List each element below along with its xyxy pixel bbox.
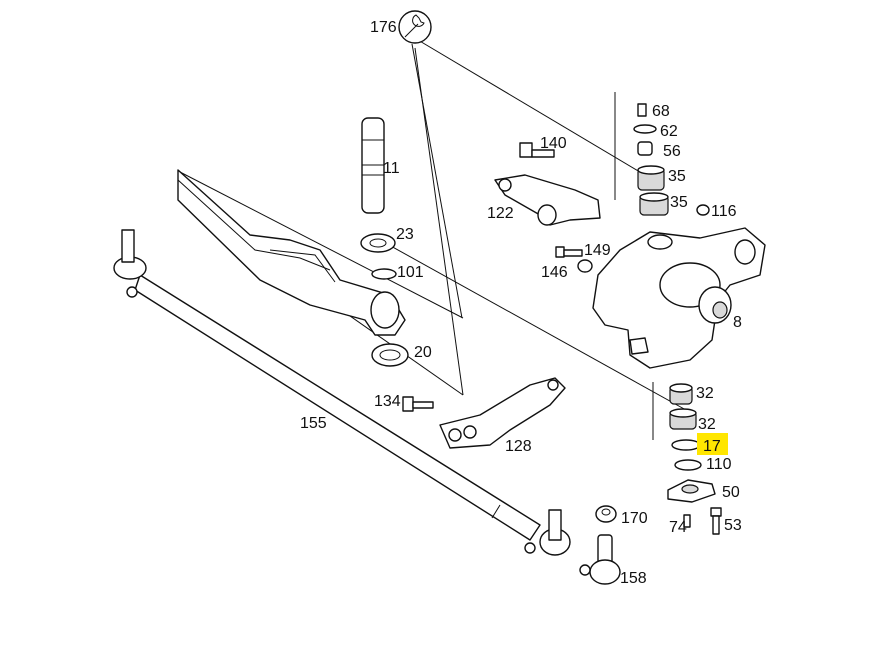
part-74-screw [683,514,691,528]
label-176: 176 [370,19,397,36]
highlight-17 [697,433,728,455]
axle-beam [177,169,406,336]
part-101-ring [371,268,397,280]
part-23-seal [360,233,396,253]
part-110-washer [674,459,702,471]
label-68: 68 [652,103,670,120]
part-32-bearing-lower [669,408,697,430]
part-8-steering-knuckle [592,227,766,369]
part-11-kingpin [361,117,385,214]
label-20: 20 [414,344,432,361]
part-170-nut [595,505,617,523]
label-158: 158 [620,570,647,587]
part-50-thrust-plate [667,479,716,503]
label-74: 74 [669,519,687,536]
label-50: 50 [722,484,740,501]
part-155-tie-rod [113,229,571,556]
label-116: 116 [711,203,737,220]
label-170: 170 [621,510,648,527]
label-8: 8 [733,314,742,331]
label-101: 101 [397,264,424,281]
label-11: 11 [383,160,400,177]
label-62: 62 [660,123,678,140]
part-35-bearing-lower [639,192,669,216]
label-23: 23 [396,226,414,243]
label-110: 110 [706,456,732,473]
part-149-bolt [555,246,583,258]
label-35-lower: 35 [670,194,688,211]
label-53: 53 [724,517,742,534]
part-68-screw [637,103,647,117]
label-146: 146 [541,264,568,281]
part-134-bolt [402,396,434,412]
part-158-ball-joint [579,534,621,585]
part-20-washer [371,343,409,367]
part-62-washer [633,124,657,134]
label-149: 149 [584,242,611,259]
label-17: 17 [703,438,721,455]
part-122-arm [494,174,601,226]
part-35-bearing-upper [637,165,665,191]
part-56-bushing [637,141,653,156]
label-140: 140 [540,135,567,152]
label-128: 128 [505,438,532,455]
label-32-upper: 32 [696,385,714,402]
part-128-steering-arm [439,377,566,449]
part-32-bearing-upper [669,383,693,405]
part-146-nut [577,259,593,273]
part-116-plug [696,204,710,216]
label-122: 122 [487,205,514,222]
label-134: 134 [374,393,401,410]
part-140-bolt [519,142,555,158]
label-155: 155 [300,415,327,432]
part-17-ring [671,439,701,451]
label-35-upper: 35 [668,168,686,185]
label-56: 56 [663,143,681,160]
wrench-icon [398,10,432,44]
part-53-bolt [710,507,722,535]
label-32-lower: 32 [698,416,716,433]
